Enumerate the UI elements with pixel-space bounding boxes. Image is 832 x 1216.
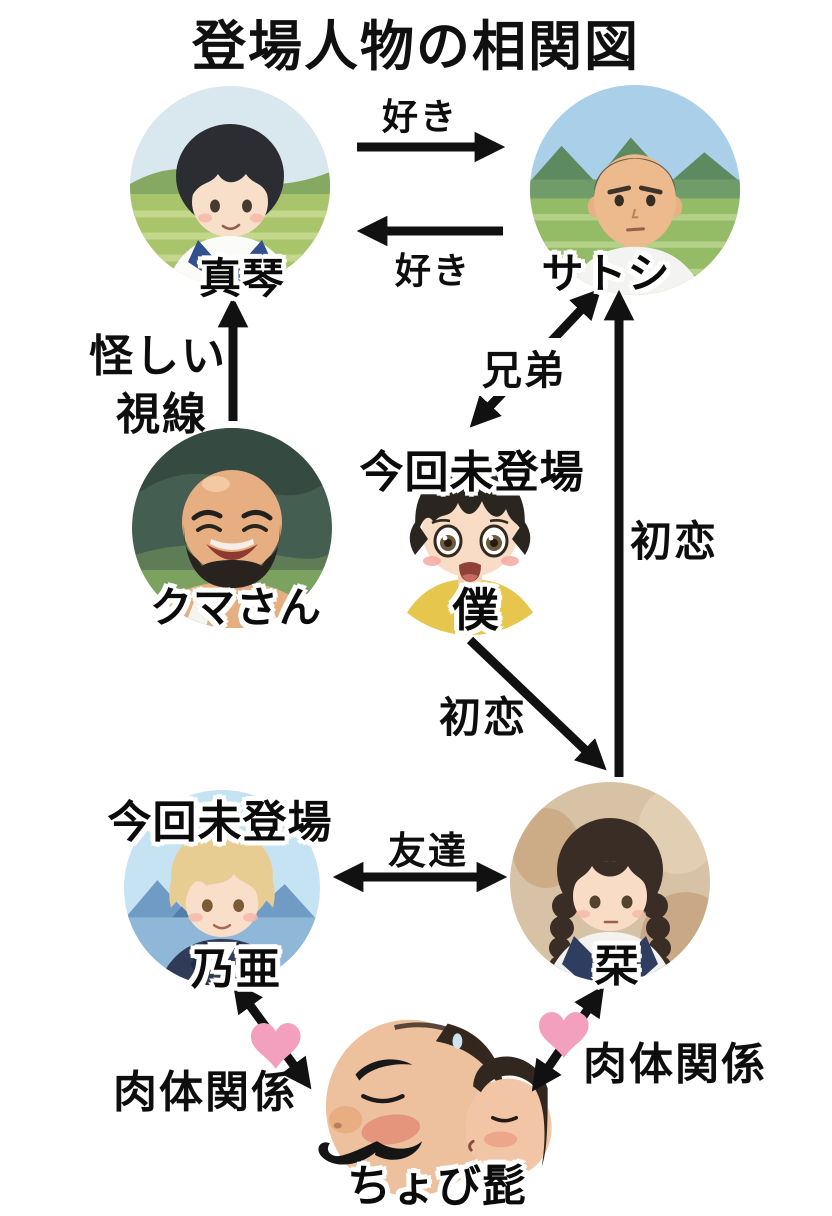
boku-avatar [370,435,570,635]
name-makoto: 真琴 [198,255,286,302]
label-nikutai-left: 肉体関係 [113,1068,297,1117]
label-kyoudai: 兄弟 [476,338,572,396]
name-satoshi: サトシ [541,250,671,297]
label-hatsukoi-diagonal: 初恋 [438,694,528,741]
page-title: 登場人物の相関図 [192,17,640,77]
label-nikutai-right: 肉体関係 [583,1040,767,1089]
kumasan-portrait [132,428,332,628]
kumasan-avatar [132,428,332,628]
label-ayashii-line1: 怪しい [89,332,227,381]
noa-portrait [124,790,320,986]
label-tomodachi: 友達 [387,831,469,873]
label-hatsukoi-right: 初恋 [629,518,719,565]
name-kumasan: クマさん [149,584,323,631]
chobihige-avatar [318,1019,552,1197]
label-ayashii-line2: 視線 [116,390,208,439]
name-shiori: 栞 [594,942,640,991]
name-boku: 僕 [452,584,500,636]
name-noa: 乃亜 [191,945,281,994]
badge-boku-not-appearing: 今回未登場 [359,448,585,497]
chobihige-portrait [300,1002,556,1208]
noa-avatar [124,790,320,986]
label-suki-bottom: 好き [394,250,472,291]
label-suki-top: 好き [381,96,459,137]
badge-noa-not-appearing: 今回未登場 [107,798,333,847]
boku-portrait [370,435,570,635]
name-chobihige: ちょび髭 [347,1162,527,1211]
